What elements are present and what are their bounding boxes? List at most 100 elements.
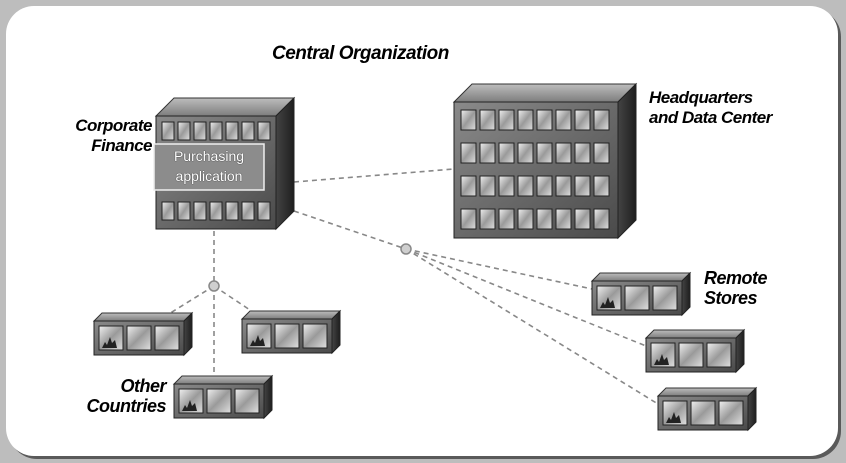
remote-stores-label: Remote Stores	[704, 268, 768, 308]
store-building	[240, 309, 342, 355]
other-countries-label: Other Countries	[66, 376, 166, 416]
hq-window	[517, 109, 534, 131]
corporate-finance-label-line1: Corporate	[75, 116, 152, 135]
store-roof	[656, 387, 758, 397]
hq-window	[574, 142, 591, 164]
store-figure-icon	[666, 412, 681, 423]
hq-window	[460, 142, 477, 164]
hq-window	[574, 109, 591, 131]
store-building	[92, 311, 194, 357]
store-figure-icon	[102, 337, 117, 348]
hq-window	[574, 175, 591, 197]
hq-window	[574, 208, 591, 230]
store-side	[735, 328, 745, 374]
link-finance-hq	[293, 168, 455, 183]
hq-window	[593, 142, 610, 164]
hq-window	[479, 142, 496, 164]
hq-window	[517, 208, 534, 230]
store-side	[183, 311, 193, 357]
hq-window	[555, 142, 572, 164]
store-side	[263, 374, 273, 420]
diagram-title: Central Organization	[272, 43, 449, 64]
hq-window	[555, 109, 572, 131]
store-window	[206, 388, 232, 414]
store-window	[690, 400, 716, 426]
hq-window	[479, 109, 496, 131]
finance-window	[241, 121, 255, 141]
finance-window	[177, 121, 191, 141]
finance-window	[193, 201, 207, 221]
store-window	[678, 342, 704, 368]
store-window	[154, 325, 180, 351]
hq-window	[460, 175, 477, 197]
connection-lines	[145, 168, 659, 405]
purchasing-app-label-line1: Purchasing	[173, 148, 245, 164]
purchasing-app-box	[153, 143, 265, 191]
store-roof	[644, 329, 746, 339]
purchasing-app-label-line2: application	[175, 168, 243, 184]
finance-window	[225, 201, 239, 221]
purchasing-app-label: Purchasing application	[154, 146, 264, 186]
diagram-canvas	[92, 82, 758, 432]
finance-window	[257, 121, 271, 141]
store-buildings	[92, 271, 758, 432]
store-roof	[590, 272, 692, 282]
store-window	[126, 325, 152, 351]
store-window	[302, 323, 328, 349]
hub-node-remote	[400, 243, 412, 255]
corporate-finance-label-line2: Finance	[91, 136, 152, 155]
store-building	[656, 386, 758, 432]
finance-window	[161, 121, 175, 141]
store-building	[590, 271, 692, 317]
hq-window	[593, 208, 610, 230]
finance-window	[257, 201, 271, 221]
headquarters-label-line1: Headquarters	[649, 88, 753, 107]
store-figure-icon	[182, 400, 197, 411]
store-window	[624, 285, 650, 311]
hub-node-countries	[208, 280, 220, 292]
hq-window	[536, 142, 553, 164]
corporate-finance-label: Corporate Finance	[34, 116, 152, 156]
hq-window	[536, 208, 553, 230]
store-side	[681, 271, 691, 317]
link-hub-remote-2	[405, 248, 647, 347]
finance-window	[161, 201, 175, 221]
hq-window	[460, 109, 477, 131]
headquarters-building	[452, 82, 638, 240]
finance-window	[209, 201, 223, 221]
remote-stores-label-line1: Remote	[704, 268, 768, 288]
store-figure-icon	[600, 297, 615, 308]
finance-window	[209, 121, 223, 141]
finance-window	[241, 201, 255, 221]
link-hub-country-2	[213, 285, 275, 327]
hq-window	[479, 175, 496, 197]
store-side	[331, 309, 341, 355]
store-figure-icon	[250, 335, 265, 346]
store-roof	[240, 310, 342, 320]
store-side	[747, 386, 757, 432]
finance-window	[177, 201, 191, 221]
hq-window	[479, 208, 496, 230]
hq-window	[536, 175, 553, 197]
hq-window	[498, 142, 515, 164]
link-hub-remote-1	[405, 248, 593, 290]
other-countries-label-line1: Other	[120, 376, 166, 396]
finance-window	[193, 121, 207, 141]
hq-window	[517, 142, 534, 164]
hq-window	[498, 208, 515, 230]
finance-window	[225, 121, 239, 141]
hq-window	[555, 208, 572, 230]
remote-stores-label-line2: Stores	[704, 288, 758, 308]
store-window	[234, 388, 260, 414]
store-roof	[172, 375, 274, 385]
hq-window	[498, 175, 515, 197]
store-window	[652, 285, 678, 311]
link-finance-hub-remote	[293, 210, 407, 250]
other-countries-label-line2: Countries	[86, 396, 166, 416]
store-window	[706, 342, 732, 368]
hq-window	[498, 109, 515, 131]
store-window	[718, 400, 744, 426]
store-building	[172, 374, 274, 420]
hq-window	[593, 109, 610, 131]
finance-building	[153, 96, 296, 231]
